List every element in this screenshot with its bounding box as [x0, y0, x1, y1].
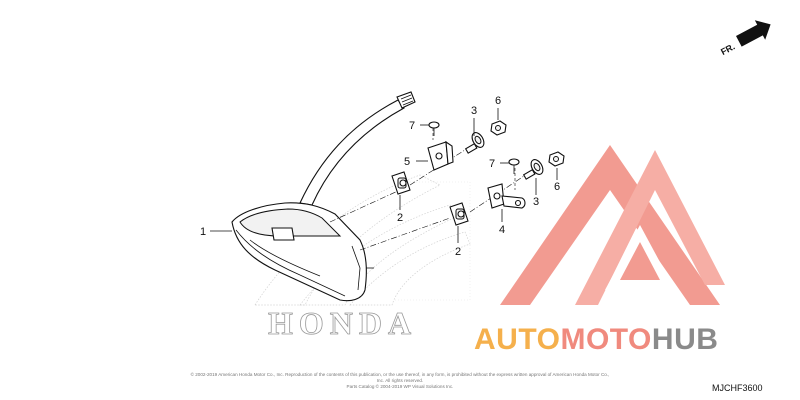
callout-2-upper: 2 [397, 212, 403, 224]
callout-6-upper: 6 [495, 95, 501, 107]
honda-logo-text: HONDA [268, 305, 417, 341]
callout-7-upper: 7 [409, 120, 415, 132]
tail-light-stay [299, 91, 416, 206]
callout-3-upper: 3 [471, 105, 477, 117]
callout-4: 4 [499, 224, 505, 236]
nut-upper [490, 120, 507, 136]
callout-5: 5 [404, 156, 410, 168]
watermark-part-hub: HUB [652, 323, 719, 356]
callout-leader-lines [210, 108, 558, 243]
copyright-notice: © 2002-2019 American Honda Motor Co., In… [190, 372, 610, 390]
grommet-upper [391, 171, 411, 195]
copyright-line-2: Parts Catalog © 2004-2019 WP Visual Solu… [346, 384, 454, 389]
callout-3-lower: 3 [533, 196, 539, 208]
collar-upper [464, 132, 485, 154]
callout-2-lower: 2 [455, 246, 461, 258]
copyright-line-1: © 2002-2019 American Honda Motor Co., In… [190, 372, 610, 383]
nut-lower [548, 151, 565, 167]
watermark-part-auto: AUTO [474, 323, 560, 356]
mounting-bracket-upper [427, 140, 454, 171]
front-direction-arrow-icon [736, 20, 771, 47]
grommet-lower [449, 202, 469, 226]
diagram-code: MJCHF3600 [712, 383, 763, 393]
callout-7-lower: 7 [489, 158, 495, 170]
watermark-wordmark: AUTOMOTOHUB [474, 323, 718, 356]
watermark-triangle-logo [500, 145, 725, 305]
svg-text:AUTOMOTOHUB: AUTOMOTOHUB [474, 323, 718, 356]
callout-1: 1 [200, 226, 206, 238]
collar-lower [522, 159, 544, 180]
watermark-part-moto: MOTO [560, 323, 651, 356]
tail-light-assembly [231, 202, 374, 302]
front-indicator-label: FR. [719, 41, 736, 57]
callout-6-lower: 6 [554, 181, 560, 193]
screw-upper [428, 121, 440, 136]
mounting-bracket-lower [487, 183, 526, 209]
screw-lower [508, 158, 520, 174]
